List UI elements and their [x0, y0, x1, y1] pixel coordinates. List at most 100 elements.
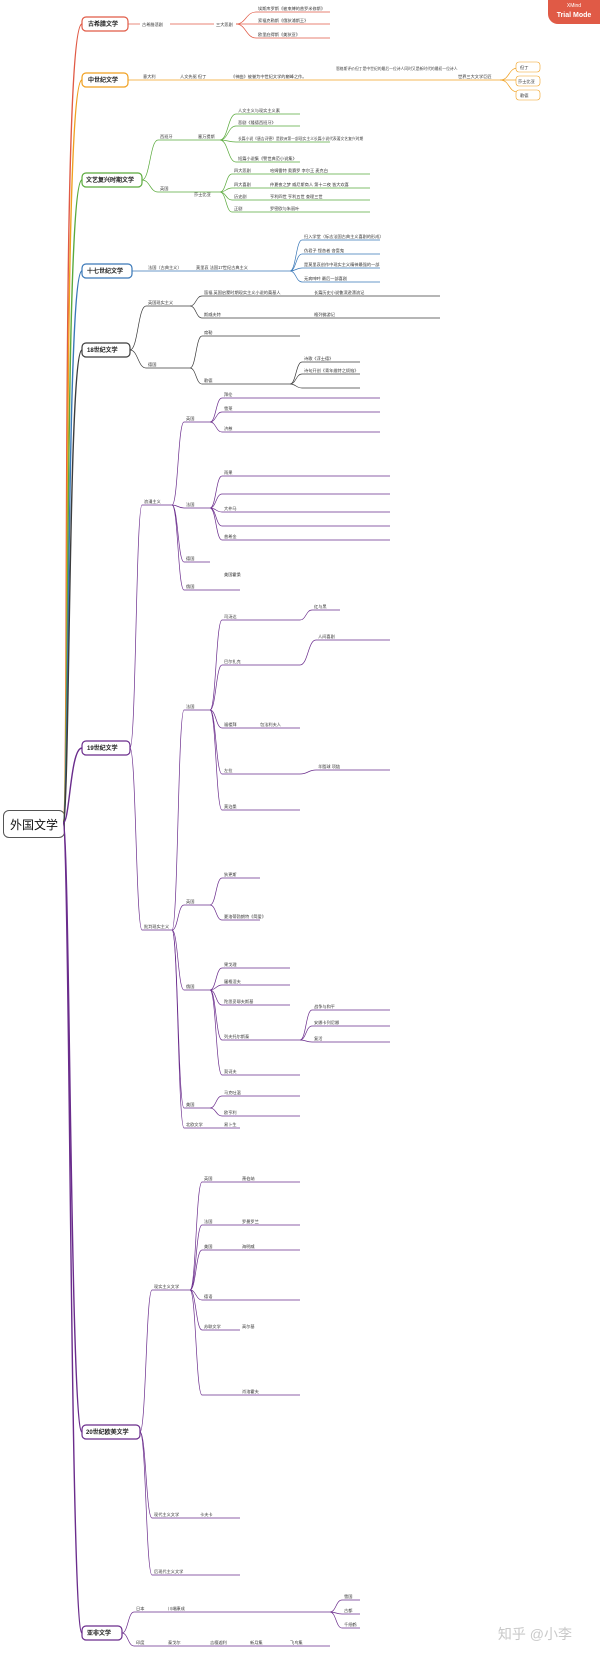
note: 后现代主义文学: [154, 1568, 183, 1575]
note: 包法利夫人: [260, 721, 282, 728]
period-19th-century[interactable]: 19世纪文学: [81, 740, 131, 756]
note: 人文先驱 但丁: [180, 73, 206, 80]
note: 莎士比亚: [194, 191, 211, 198]
note: 俄国: [186, 583, 194, 590]
note: 契诃夫: [224, 1068, 237, 1075]
note: 福楼拜: [224, 721, 237, 728]
trial-mode-badge: XMind Trial Mode: [548, 0, 600, 24]
note: 拜伦: [224, 391, 233, 398]
period-20th-century-euro-american[interactable]: 20世纪欧美文学: [81, 1424, 141, 1440]
note: 索福克勒斯《俄狄浦斯王》: [258, 17, 308, 24]
period-17th-century[interactable]: 十七世纪文学: [81, 263, 133, 279]
note: 人间喜剧: [318, 633, 335, 640]
note: 《神曲》被誉为中世纪文学的巅峰之作。: [231, 73, 306, 80]
note: 川端康成: [168, 1605, 185, 1612]
note: 歌德: [520, 92, 529, 99]
note: 英国: [204, 1175, 212, 1182]
period-renaissance[interactable]: 文艺复兴时期文学: [81, 172, 143, 188]
note: 意大利: [143, 73, 156, 80]
note: 诗句开创《青年维特之烦恼》: [304, 367, 358, 374]
note: 美国霍桑: [224, 571, 242, 578]
note: 莫里哀 法国17世纪古典主义: [196, 264, 249, 271]
note: 长篇小说《唐吉诃德》是欧洲第一部现实主义长篇小说代表著文艺复兴时期: [238, 136, 363, 141]
note: 美国: [186, 1101, 194, 1108]
note: 欧亨利: [224, 1109, 237, 1116]
root-node[interactable]: 外国文学: [3, 810, 65, 838]
note: 陀思妥耶夫斯基: [224, 998, 254, 1005]
note: 德语: [204, 1293, 212, 1300]
note: 卡夫卡: [200, 1511, 213, 1518]
note: 亨利四世 亨利五世 查理三世: [270, 193, 323, 200]
note: 济慈: [224, 425, 232, 432]
note: 英国现实主义: [148, 299, 174, 306]
note: 司汤达: [224, 613, 237, 620]
note: 安娜卡列尼娜: [314, 1019, 339, 1026]
note: 普希金: [224, 533, 237, 540]
note: 飞鸟集: [290, 1639, 303, 1646]
note: 复活: [314, 1035, 322, 1042]
note: 新月集: [250, 1639, 263, 1646]
note: 苏联文学: [204, 1323, 221, 1330]
note: 人文主义与现实主义素: [238, 107, 280, 114]
note: 莫泊桑: [224, 803, 237, 810]
note: 列夫托尔斯泰: [224, 1033, 250, 1040]
note: 英国: [160, 185, 168, 192]
note: 法国（古典主义）: [148, 264, 182, 271]
note: 仲夏夜之梦 威尼斯商人 第十二夜 皆大欢喜: [270, 181, 349, 188]
svg-text:古希腊文学: 古希腊文学: [88, 20, 118, 28]
note: 红与黑: [314, 603, 327, 610]
note: 斯威夫特: [204, 311, 221, 318]
note: 果戈理: [224, 961, 237, 968]
note: 德国: [148, 361, 156, 368]
period-18th-century[interactable]: 18世纪文学: [81, 342, 131, 358]
note: 席勒: [204, 329, 212, 336]
svg-text:十七世纪文学: 十七世纪文学: [87, 267, 123, 275]
badge-line-1: XMind: [566, 3, 582, 9]
note: 雨果: [224, 470, 233, 476]
note: 左拉: [224, 767, 233, 774]
note: 雪莱: [224, 405, 233, 412]
svg-text:中世纪文学: 中世纪文学: [88, 76, 118, 84]
note: 屠格涅夫: [224, 978, 242, 985]
note: 莎士比亚: [518, 78, 535, 85]
note: 批判现实主义: [144, 923, 170, 930]
note: 无病呻吟 最后一部喜剧: [304, 275, 347, 282]
note: 英国: [186, 898, 194, 905]
note: 萧伯纳: [242, 1175, 255, 1182]
note: 笛福 英国启蒙时期现实主义小说的奠基人: [204, 289, 281, 296]
note: 历史剧: [234, 193, 247, 200]
note: 古希腊悲剧: [142, 21, 163, 28]
svg-text:18世纪文学: 18世纪文学: [87, 346, 118, 354]
note: 扫入学堂（标志法国古典主义喜剧的形成）: [304, 233, 384, 240]
note: 长篇历史小说鲁滨逊漂流记: [314, 289, 365, 296]
svg-text:19世纪文学: 19世纪文学: [87, 744, 118, 752]
note: 法国: [186, 703, 194, 710]
note: 世界三大文学巨匠: [458, 73, 492, 80]
note: 巴尔扎克: [224, 658, 241, 665]
note: 西班牙: [160, 133, 173, 140]
note: 战争与和平: [314, 1003, 335, 1010]
note: 肖洛霍夫: [242, 1388, 260, 1395]
note: 羊脂球 项链: [318, 763, 341, 770]
note: 现实主义文学: [154, 1283, 179, 1290]
note: 大仲马: [224, 505, 237, 512]
note: 易卜生: [224, 1121, 237, 1128]
note: 法国: [204, 1218, 212, 1225]
note: 四大悲剧: [234, 167, 251, 174]
note: 恩格斯评价但丁是中世纪的最后一位诗人同时又是新时代的最初一位诗人: [336, 66, 458, 71]
note: 美国: [204, 1243, 212, 1250]
note: 是莫里哀创作中现实主义精神最强的一部: [304, 261, 379, 268]
note: 夏洛蒂勃朗特《简爱》: [224, 913, 266, 920]
note: 雪国: [344, 1594, 352, 1600]
badge-line-2: Trial Mode: [556, 12, 592, 19]
note: 吉檀迦利: [210, 1639, 227, 1646]
note: 格列佛游记: [314, 311, 336, 318]
period-asia-africa[interactable]: 亚非文学: [81, 1625, 123, 1641]
period-medieval[interactable]: 中世纪文学: [81, 72, 129, 88]
note: 埃斯库罗斯《被束缚的普罗米修斯》: [258, 5, 325, 12]
note: 北欧文学: [186, 1121, 203, 1128]
note: 短篇小说集《警世典范小说集》: [238, 155, 297, 162]
note: 哈姆雷特 奥赛罗 李尔王 麦克白: [270, 167, 328, 174]
period-ancient-greek[interactable]: 古希腊文学: [81, 16, 129, 32]
note: 欧里庇得斯《美狄亚》: [258, 31, 300, 38]
